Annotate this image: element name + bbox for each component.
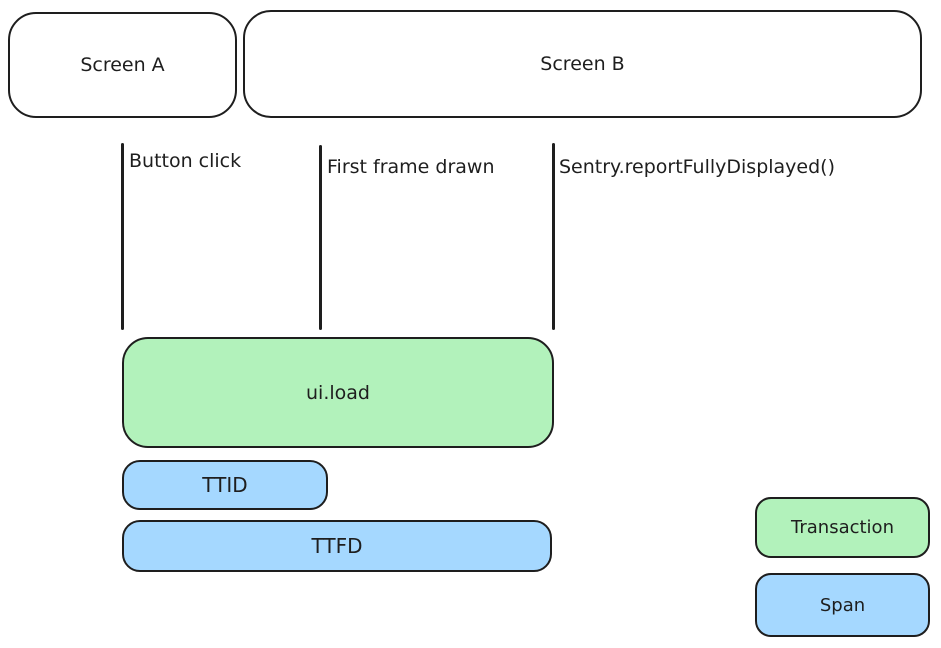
event-line-report-fully-displayed	[552, 143, 555, 330]
event-label-first-frame-drawn: First frame drawn	[327, 156, 495, 178]
ttfd-span-bar: TTFD	[122, 520, 552, 572]
screen-b-label: Screen B	[540, 53, 625, 75]
screen-a-box: Screen A	[8, 12, 237, 118]
ttid-span-bar: TTID	[122, 460, 328, 510]
ui-load-transaction-bar: ui.load	[122, 337, 554, 448]
screen-b-box: Screen B	[243, 10, 922, 118]
legend-span-label: Span	[819, 594, 866, 616]
event-line-first-frame-drawn	[319, 145, 322, 330]
ttid-label: TTID	[202, 473, 248, 497]
event-label-button-click: Button click	[129, 150, 242, 172]
ui-load-label: ui.load	[306, 381, 370, 404]
legend-transaction-label: Transaction	[791, 517, 894, 538]
event-label-report-fully-displayed: Sentry.reportFullyDisplayed()	[559, 156, 836, 178]
legend-transaction-box: Transaction	[755, 497, 930, 558]
event-line-button-click	[121, 143, 124, 330]
screen-a-label: Screen A	[80, 54, 165, 76]
legend-span-box: Span	[755, 573, 930, 637]
ttfd-label: TTFD	[311, 534, 363, 558]
